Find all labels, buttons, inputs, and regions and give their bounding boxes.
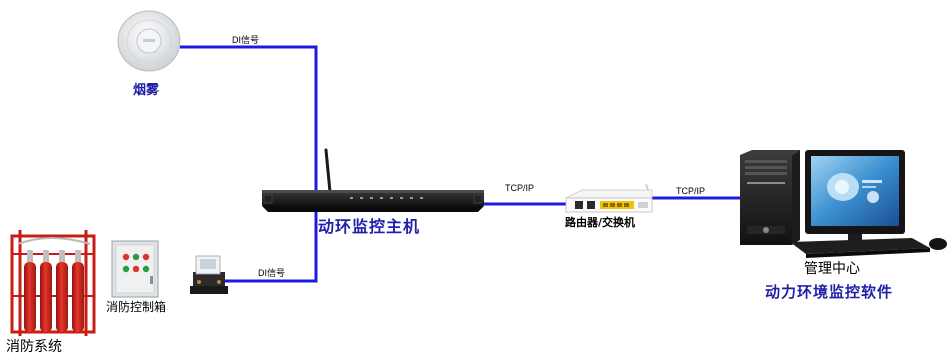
fire-control-box-label: 消防控制箱 [106, 300, 167, 314]
router-label: 路由器/交换机 [565, 216, 636, 229]
smoke-detector-label: 烟雾 [133, 83, 160, 98]
router-icon [565, 183, 653, 213]
link-label-host-router: TCP/IP [505, 183, 535, 193]
link-relay-host [222, 205, 318, 283]
desktop-computer-icon [740, 150, 947, 258]
rack-monitoring-host-icon [262, 148, 484, 212]
control-cabinet-icon [111, 240, 159, 298]
relay-icon [190, 255, 228, 294]
link-label-router-management: TCP/IP [676, 186, 706, 196]
link-label-smoke-host: DI信号 [232, 35, 260, 45]
management-center-label: 管理中心 [804, 261, 860, 277]
fire-suppression-cylinders-icon [10, 230, 96, 336]
fire-system-label: 消防系统 [6, 339, 62, 355]
monitoring-software-label: 动力环境监控软件 [765, 283, 894, 301]
link-smoke-host [180, 45, 318, 191]
monitoring-host-label: 动环监控主机 [318, 217, 421, 236]
link-label-relay-host: DI信号 [258, 268, 286, 278]
smoke-detector-icon [117, 10, 181, 72]
